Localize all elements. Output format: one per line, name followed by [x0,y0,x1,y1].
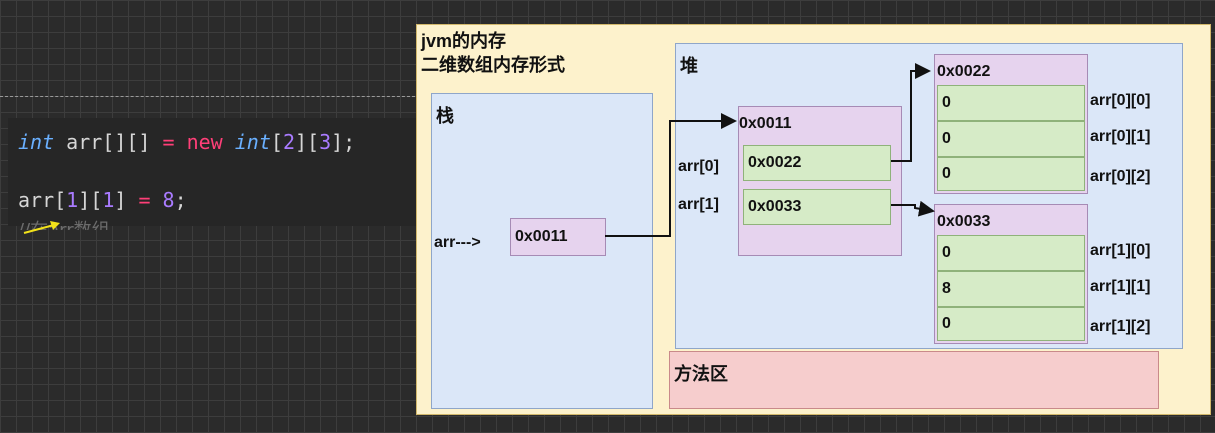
number-literal: 1 [66,188,79,212]
code-line-declaration: int arr[][] = new int[2][3]; [18,130,355,154]
diagram-title-line1: jvm的内存 [421,31,507,51]
code-text [175,130,187,154]
method-area-region: 方法区 [669,351,1159,409]
row0-label-0: arr[0][0] [1090,92,1151,109]
row0-label-2: arr[0][2] [1090,168,1151,185]
arrow-element0-to-row0 [891,63,931,162]
row1-cell-0: 0 [937,235,1085,271]
number-literal: 3 [319,130,332,154]
code-text: ]; [331,130,356,154]
row0-cell-2: 0 [937,157,1085,191]
outer-array-label-1: arr[1] [678,196,719,213]
outer-array-element-0: 0x0022 [743,145,891,181]
row1-label-2: arr[1][2] [1090,318,1151,335]
code-text: ] [114,188,139,212]
row0-cell-0: 0 [937,85,1085,121]
row0-label-1: arr[0][1] [1090,128,1151,145]
stack-region: 栈 arr---> 0x0011 [431,93,653,409]
code-snippet: int arr[][] = new int[2][3]; arr[1][1] =… [8,118,416,226]
keyword-int: int [18,130,55,154]
dashed-guide-line [0,96,415,97]
pointer-arrow-icon [23,221,60,234]
row1-block: 0x0033 0 8 0 [934,204,1088,344]
row1-address: 0x0033 [937,213,991,230]
row0-address: 0x0022 [937,63,991,80]
code-text: [ [270,130,283,154]
method-area-label: 方法区 [674,364,728,384]
heap-region: 堆 0x0011 0x0022 0x0033 arr[0] arr[1] 0x0… [675,43,1183,349]
reference-arrows [605,63,935,237]
code-text: arr[ [18,188,67,212]
code-text: arr[][] [54,130,163,154]
arrow-element1-to-row1 [891,200,935,217]
jvm-memory-diagram: jvm的内存 二维数组内存形式 栈 arr---> 0x0011 堆 0x001… [416,24,1211,415]
code-text: ; [174,188,187,212]
operator-assign: = [138,188,151,212]
code-text: ][ [294,130,320,154]
row0-cell-1: 0 [937,121,1085,157]
arrow-stack-to-outer-array [605,113,737,237]
number-literal: 1 [102,188,115,212]
row1-label-0: arr[1][0] [1090,242,1151,259]
outer-array-label-0: arr[0] [678,158,719,175]
code-comment: //在arr数组 [18,216,198,230]
row0-block: 0x0022 0 0 0 [934,54,1088,194]
stack-var-label: arr---> [434,234,481,251]
code-text [223,130,235,154]
keyword-int: int [234,130,271,154]
stack-arr-reference: 0x0011 [510,218,606,256]
row1-label-1: arr[1][1] [1090,278,1151,295]
stack-label: 栈 [436,106,454,126]
number-literal: 8 [162,188,175,212]
code-text [151,188,163,212]
operator-assign: = [162,130,175,154]
diagram-title: jvm的内存 二维数组内存形式 [421,29,565,77]
row1-cell-2: 0 [937,307,1085,341]
code-text: ][ [78,188,103,212]
outer-array-element-1: 0x0033 [743,189,891,225]
diagram-title-line2: 二维数组内存形式 [421,55,565,75]
heap-label: 堆 [680,56,698,76]
row1-cell-1: 8 [937,271,1085,307]
outer-array-address: 0x0011 [739,115,792,132]
code-line-assignment: arr[1][1] = 8; [18,188,187,212]
number-literal: 2 [282,130,295,154]
keyword-new: new [186,130,223,154]
outer-array-block: 0x0011 0x0022 0x0033 [738,106,902,256]
